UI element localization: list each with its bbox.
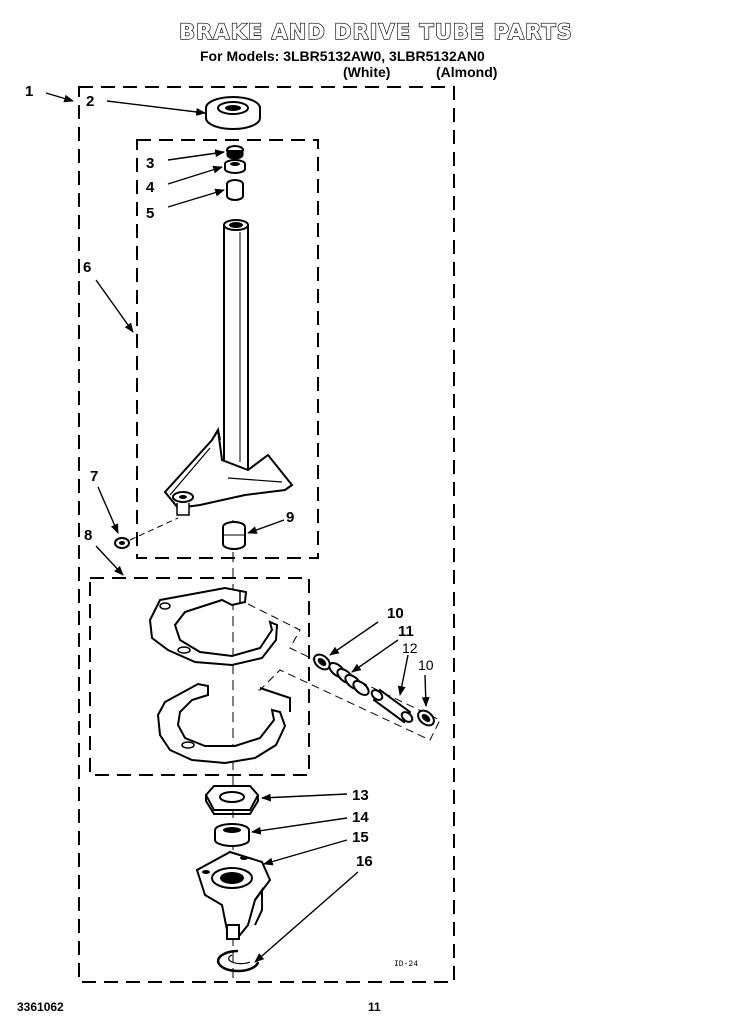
callout-labels: 1 2 3 4 5 6 7 8 9 10 11 12 10 13 14 15 1… (25, 83, 434, 870)
variant-white-label: (White) (343, 64, 391, 80)
part-9-bushing (222, 521, 246, 550)
assembly-box-6 (136, 139, 319, 559)
part-15-housing (195, 850, 272, 940)
part-4-washer (224, 159, 246, 174)
callout-10-upper: 10 (387, 605, 404, 622)
part-13-flange (204, 785, 260, 815)
part-11-spring (328, 662, 370, 696)
callout-3: 3 (146, 155, 154, 172)
part-10-washer-left (313, 653, 331, 671)
document-number: 3361062 (17, 1000, 64, 1014)
part-8-brake-shoe-upper (148, 586, 279, 667)
models-subtitle: For Models: 3LBR5132AW0, 3LBR5132AN0 (200, 48, 485, 64)
callout-7: 7 (90, 468, 98, 485)
callout-6: 6 (83, 259, 91, 276)
part-6-drive-tube (163, 219, 294, 516)
small-mark: ID-24 (394, 960, 418, 969)
assembly-box-1 (78, 86, 455, 983)
callout-12: 12 (402, 640, 418, 656)
callout-1: 1 (25, 83, 33, 100)
part-2-seal (205, 96, 261, 130)
assembly-box-8 (89, 577, 310, 776)
callout-11: 11 (398, 623, 414, 640)
leader-lines (45, 92, 430, 963)
callout-9: 9 (286, 509, 294, 526)
part-5-bearing (226, 179, 244, 201)
part-16-snap-ring (216, 949, 260, 973)
callout-10-lower: 10 (418, 657, 434, 673)
variant-almond-label: (Almond) (436, 64, 498, 80)
callout-2: 2 (86, 93, 94, 110)
part-12-pin (370, 688, 414, 724)
page-title: BRAKE AND DRIVE TUBE PARTS (179, 19, 573, 44)
callout-13: 13 (352, 787, 369, 804)
part-10-washer-right (417, 709, 435, 727)
callout-15: 15 (352, 829, 369, 846)
callout-14: 14 (352, 809, 369, 826)
part-8-brake-shoe-lower (156, 682, 291, 765)
part-3-washer (226, 145, 244, 160)
callout-8: 8 (84, 527, 92, 544)
page-number: 11 (368, 1000, 381, 1014)
callout-4: 4 (146, 179, 155, 196)
part-14-ring (214, 823, 250, 847)
part-7-nut (114, 517, 179, 549)
callout-16: 16 (356, 853, 373, 870)
callout-5: 5 (146, 205, 154, 222)
